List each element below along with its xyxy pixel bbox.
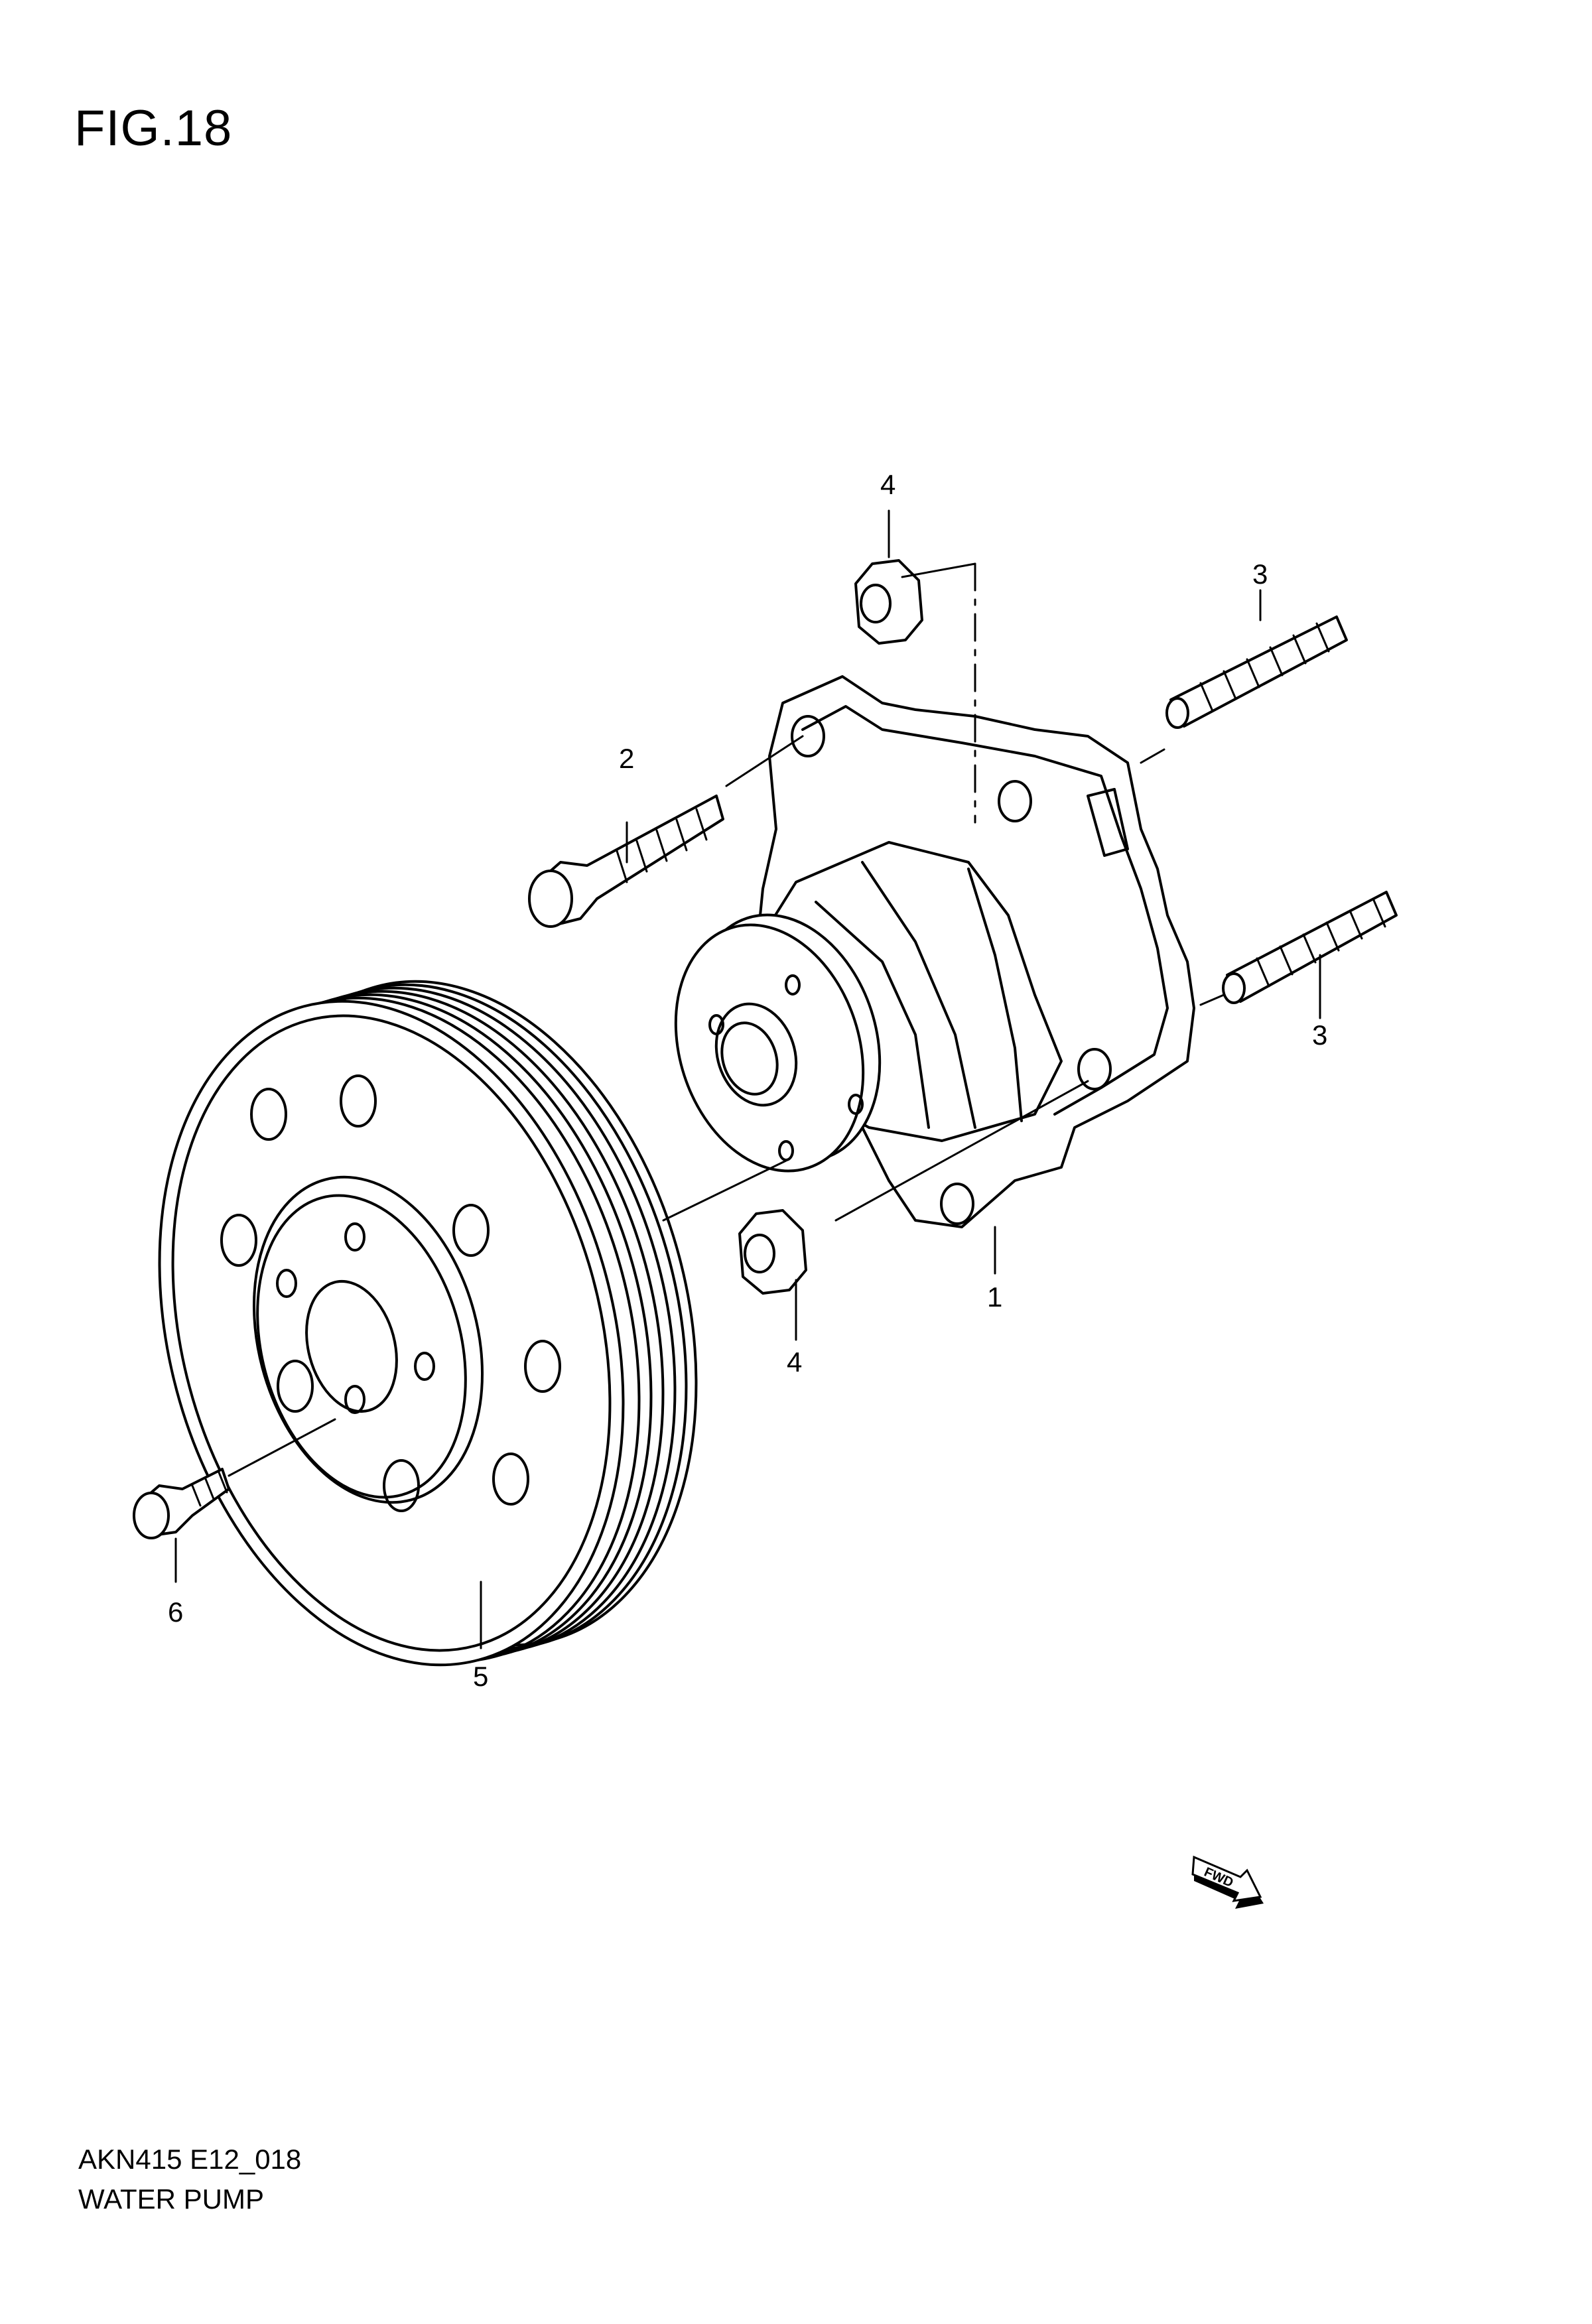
nut-4-lower-part — [738, 1209, 807, 1295]
callout-5: 5 — [473, 1661, 488, 1692]
figure-code: AKN415 E12_018 — [78, 2144, 302, 2175]
bolt-2-part — [528, 795, 724, 928]
water-pump-part — [674, 675, 1195, 1228]
stud-3-upper-part — [1165, 615, 1348, 729]
callout-1: 1 — [987, 1281, 1002, 1313]
figure-title: FIG.18 — [74, 100, 233, 157]
nut-4-upper-part — [854, 559, 923, 645]
callout-2: 2 — [619, 743, 634, 774]
callout-3-lower: 3 — [1312, 1019, 1327, 1051]
leader-lines — [174, 509, 1321, 1649]
callout-6: 6 — [168, 1596, 183, 1628]
callout-4-lower: 4 — [787, 1346, 802, 1378]
callout-3-upper: 3 — [1252, 558, 1268, 590]
callout-4-upper: 4 — [880, 469, 896, 500]
fwd-arrow-icon: FWD — [1191, 1855, 1264, 1909]
figure-name: WATER PUMP — [78, 2183, 264, 2215]
bolt-6-part — [133, 1468, 230, 1539]
stud-3-lower-part — [1222, 891, 1398, 1004]
pulley-part — [158, 980, 698, 1667]
